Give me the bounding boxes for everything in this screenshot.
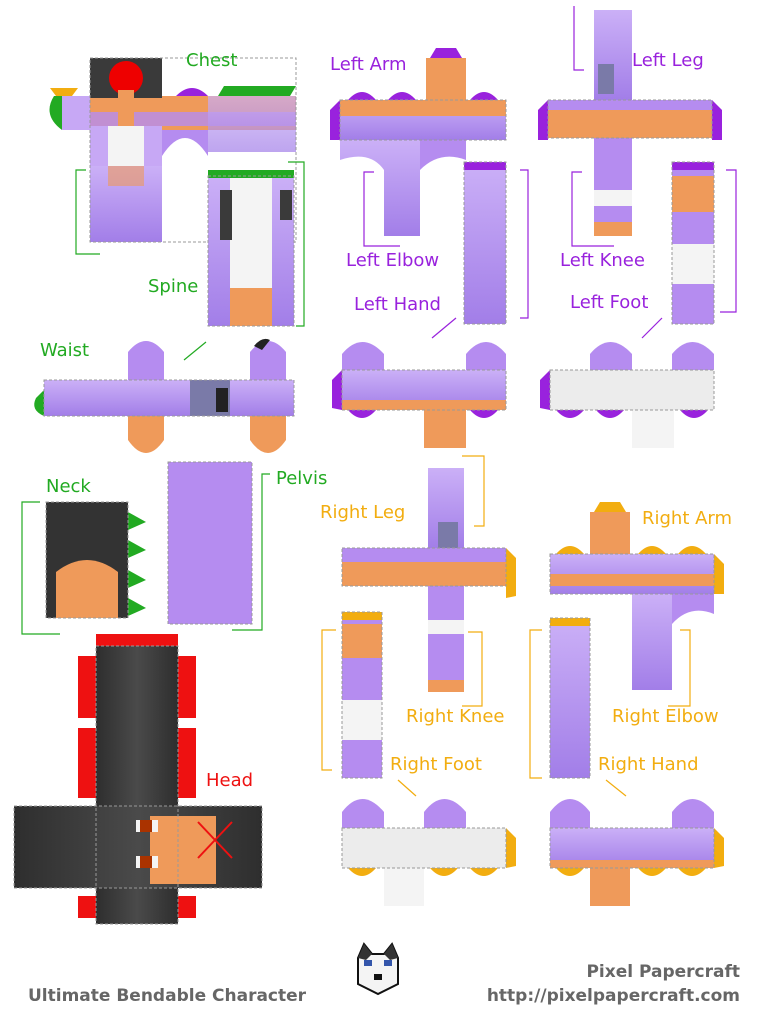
- guide-brackets: [21, 6, 737, 797]
- label-left-hand: Left Hand: [354, 294, 441, 315]
- label-right-knee: Right Knee: [406, 706, 505, 727]
- left-arm-piece: [330, 48, 507, 325]
- label-left-elbow: Left Elbow: [346, 250, 440, 271]
- label-head: Head: [206, 770, 254, 791]
- head-piece: [13, 634, 263, 925]
- left-hand-piece: [332, 342, 507, 448]
- label-neck: Neck: [46, 476, 91, 497]
- label-right-arm: Right Arm: [642, 508, 733, 529]
- label-left-foot: Left Foot: [570, 292, 649, 313]
- label-pelvis: Pelvis: [276, 468, 328, 489]
- label-right-foot: Right Foot: [390, 754, 482, 775]
- label-right-leg: Right Leg: [320, 502, 406, 523]
- label-left-arm: Left Arm: [330, 54, 407, 75]
- right-foot-piece: [341, 799, 516, 906]
- spine-piece: [207, 170, 295, 327]
- left-leg-piece: [538, 10, 722, 325]
- label-right-hand: Right Hand: [598, 754, 699, 775]
- left-foot-piece: [540, 342, 715, 448]
- neck-piece: [45, 501, 146, 619]
- footer-url[interactable]: http://pixelpapercraft.com: [486, 986, 740, 1006]
- footer-brand: Pixel Papercraft: [586, 962, 740, 982]
- right-leg-piece: [341, 468, 516, 779]
- pelvis-piece: [167, 461, 253, 625]
- footer-title: Ultimate Bendable Character: [28, 986, 307, 1006]
- label-left-knee: Left Knee: [560, 250, 645, 271]
- label-right-elbow: Right Elbow: [612, 706, 719, 727]
- right-hand-piece: [549, 799, 724, 906]
- label-left-leg: Left Leg: [632, 50, 704, 71]
- waist-piece: [34, 338, 295, 453]
- label-chest: Chest: [186, 50, 238, 71]
- label-spine: Spine: [148, 276, 199, 297]
- chest-piece: [49, 57, 297, 243]
- wolf-logo-icon: [357, 942, 399, 996]
- label-waist: Waist: [40, 340, 90, 361]
- right-arm-piece: [549, 502, 724, 779]
